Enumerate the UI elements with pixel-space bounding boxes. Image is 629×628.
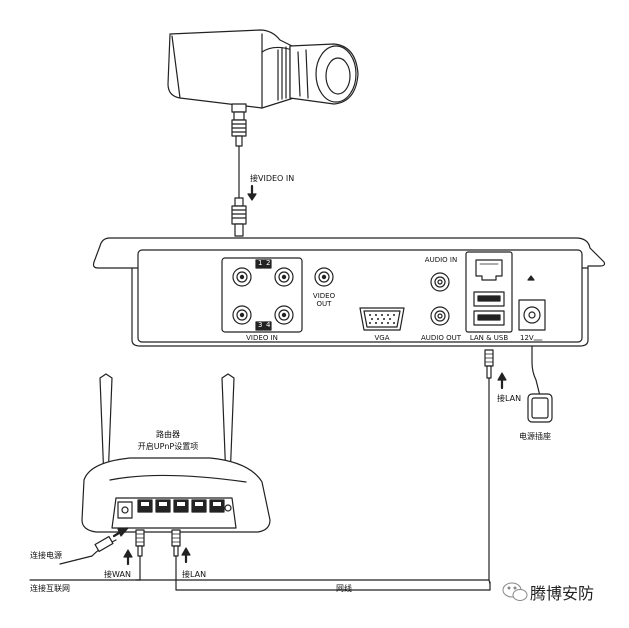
dvr-device (92, 237, 606, 347)
video-in-label: VIDEO IN (246, 334, 278, 342)
router-wan-port (137, 499, 153, 513)
router-subtitle: 开启UPnP设置项 (137, 442, 199, 451)
power-12v-label: 12V (520, 334, 534, 342)
channel-4-label: 4 (266, 321, 271, 329)
audio-out-label: AUDIO OUT (420, 334, 462, 342)
router-power-cable (59, 527, 129, 565)
power-port (518, 275, 546, 343)
connect-power-label: 连接电源 (30, 551, 62, 560)
router-title: 路由器 (156, 430, 180, 439)
channel-3-label: 3 (258, 321, 263, 329)
wechat-icon (502, 582, 528, 601)
channel-1-label: 1 (258, 259, 263, 267)
usb-port-1 (473, 291, 505, 307)
network-cable-label: 网线 (336, 584, 352, 593)
bnc-port-4 (274, 305, 294, 325)
vga-port (359, 307, 405, 331)
video-out-label-line1: VIDEO (312, 292, 336, 300)
usb-port-2 (473, 310, 505, 326)
router (81, 373, 271, 533)
audio-out-port (430, 306, 450, 326)
router-lan-cable (171, 529, 491, 591)
dvr-lan-label: 接LAN (497, 394, 522, 403)
video-out-port (314, 267, 334, 287)
bnc-port-2 (274, 267, 294, 287)
router-lan-port-4 (209, 499, 225, 513)
bnc-port-3 (232, 305, 252, 325)
channel-2-label: 2 (266, 259, 271, 267)
router-lan-port-2 (173, 499, 189, 513)
audio-in-port (430, 272, 450, 292)
wan-cable (29, 529, 145, 581)
video-out-label-line2: OUT (316, 300, 332, 308)
router-lan-port-1 (155, 499, 171, 513)
lan-usb-label: LAN & USB (469, 334, 509, 342)
camera (167, 29, 359, 237)
router-lan-label: 接LAN (182, 570, 207, 579)
audio-in-label: AUDIO IN (424, 256, 458, 264)
power-cable (527, 345, 553, 423)
watermark-text: 腾博安防 (530, 584, 595, 603)
connect-internet-label: 连接互联网 (30, 584, 70, 593)
lan-port (475, 259, 503, 281)
vga-label: VGA (374, 334, 390, 342)
camera-video-in-label: 接VIDEO IN (250, 174, 295, 183)
bnc-port-1 (232, 267, 252, 287)
connect-wan-label: 接WAN (104, 570, 131, 579)
router-lan-port-3 (191, 499, 207, 513)
power-outlet-label: 电源插座 (519, 432, 551, 441)
